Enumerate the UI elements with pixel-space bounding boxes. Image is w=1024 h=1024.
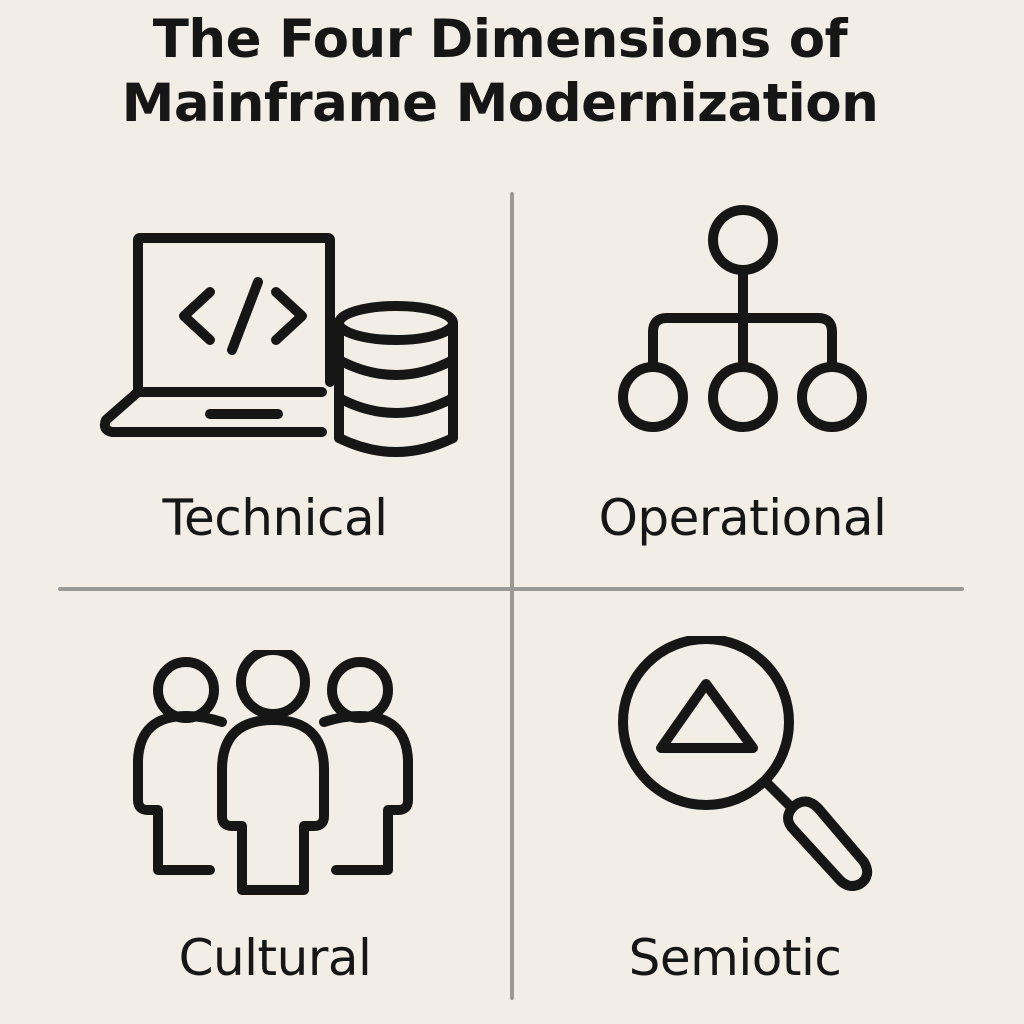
diagram-title: The Four Dimensions of Mainframe Moderni…	[0, 8, 1000, 136]
title-line-2: Mainframe Modernization	[121, 73, 879, 134]
label-semiotic: Semiotic	[628, 929, 842, 987]
hierarchy-org-chart-icon	[612, 200, 874, 440]
horizontal-divider	[58, 587, 964, 591]
label-technical: Technical	[162, 489, 388, 547]
vertical-divider	[510, 192, 514, 1000]
label-operational: Operational	[598, 489, 887, 547]
laptop-code-database-icon	[96, 228, 466, 464]
people-group-icon	[126, 650, 420, 900]
title-line-1: The Four Dimensions of	[152, 9, 848, 70]
magnifier-triangle-icon	[612, 636, 874, 892]
label-cultural: Cultural	[178, 929, 372, 987]
